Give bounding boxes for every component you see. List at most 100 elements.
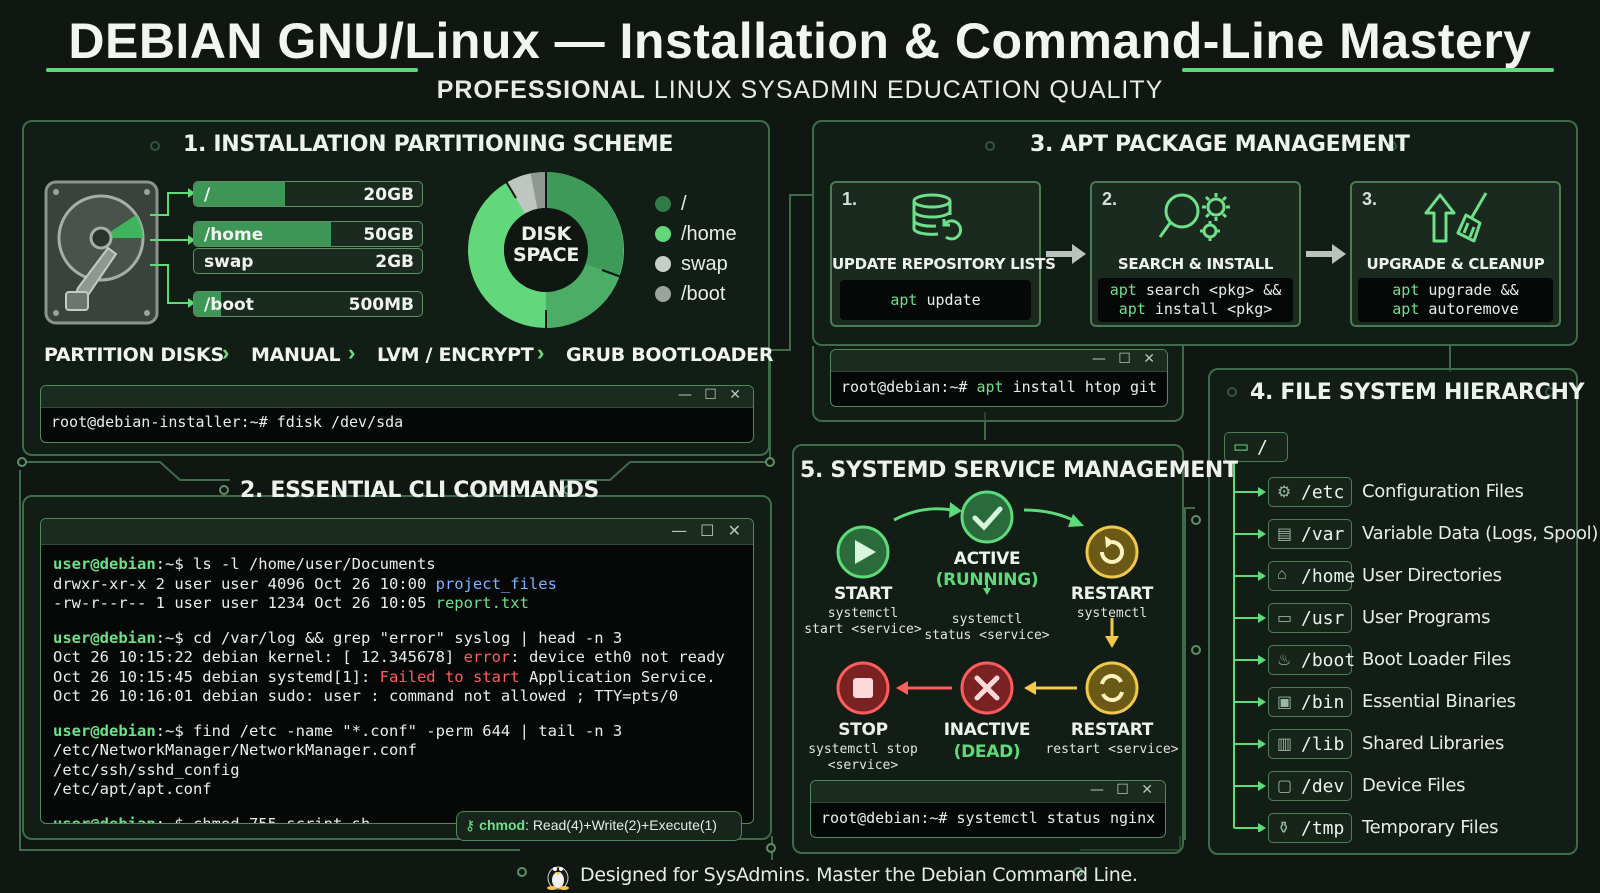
card-number: 1. bbox=[842, 189, 858, 209]
chmod-badge: ⚷ chmod: Read(4)+Write(2)+Execute(1) bbox=[456, 811, 742, 841]
partitioning-title: 1. INSTALLATION PARTITIONING SCHEME bbox=[183, 132, 674, 157]
terminal-icon: ▣ bbox=[1277, 694, 1293, 711]
fs-item-lib[interactable]: ▥/lib bbox=[1268, 729, 1352, 759]
fs-item-path: /home bbox=[1301, 566, 1356, 587]
window-controls[interactable]: — ☐ ✕ bbox=[1089, 782, 1157, 798]
partition-size: 20GB bbox=[363, 185, 414, 205]
fs-item-path: /bin bbox=[1301, 692, 1345, 713]
state-stop-sub: systemctl stop<service> bbox=[808, 742, 918, 773]
thermometer-icon: ⚱ bbox=[1277, 820, 1291, 837]
fs-item-desc: Device Files bbox=[1362, 775, 1466, 796]
step-manual: MANUAL bbox=[251, 344, 341, 366]
search-gears-icon bbox=[1158, 193, 1230, 241]
fs-item-path: /etc bbox=[1301, 482, 1345, 503]
step-grub-bootloader: GRUB BOOTLOADER bbox=[566, 344, 774, 366]
window-controls[interactable]: — ☐ ✕ bbox=[1091, 351, 1159, 367]
partition-fill bbox=[194, 222, 331, 246]
partition-bar-home: /home 50GB bbox=[193, 221, 423, 247]
cli-cmd-grep: user@debian:~$ cd /var/log && grep "erro… bbox=[53, 628, 623, 647]
partition-bar-swap: swap 2GB bbox=[193, 248, 423, 274]
state-active-name: ACTIVE bbox=[953, 549, 1021, 569]
state-restart-top-name: RESTART bbox=[1070, 584, 1154, 604]
arrow-right-icon bbox=[1046, 244, 1086, 264]
cli-log-line: Oct 26 10:16:01 debian sudo: user : comm… bbox=[53, 687, 679, 705]
check-icon bbox=[960, 490, 1014, 544]
state-inactive-name: INACTIVE bbox=[943, 720, 1031, 740]
step-lvm-encrypt: LVM / ENCRYPT bbox=[377, 344, 534, 366]
card-code: apt update bbox=[840, 280, 1031, 320]
restart-icon bbox=[1085, 525, 1139, 579]
fs-item-tmp[interactable]: ⚱/tmp bbox=[1268, 813, 1352, 843]
database-refresh-icon bbox=[912, 193, 962, 241]
step-partition-disks: PARTITION DISKS bbox=[44, 344, 224, 366]
fs-item-desc: Temporary Files bbox=[1362, 817, 1499, 838]
legend-item-root: / bbox=[655, 193, 687, 216]
partition-bar-boot: /boot 500MB bbox=[193, 291, 423, 317]
window-controls[interactable]: — ☐ ✕ bbox=[677, 387, 745, 403]
upgrade-broom-icon bbox=[1424, 192, 1488, 243]
apt-card-update: 1. UPDATE REPOSITORY LISTS apt update bbox=[830, 181, 1056, 327]
window-controls[interactable]: — ☐ ✕ bbox=[671, 521, 745, 540]
donut-label: DISK SPACE bbox=[466, 224, 626, 266]
card-title: UPDATE REPOSITORY LISTS bbox=[832, 255, 1056, 273]
fs-item-boot[interactable]: ♨/boot bbox=[1268, 645, 1355, 675]
footer-text: Designed for SysAdmins. Master the Debia… bbox=[580, 864, 1138, 886]
fs-tree-lines bbox=[1233, 462, 1266, 832]
apt-title: 3. APT PACKAGE MANAGEMENT bbox=[1030, 132, 1410, 157]
fs-item-bin[interactable]: ▣ /bin bbox=[1268, 687, 1352, 717]
house-icon: ⌂ bbox=[1277, 566, 1287, 583]
partition-bar-root: / 20GB bbox=[193, 181, 423, 207]
cli-find-line: /etc/NetworkManager/NetworkManager.conf bbox=[53, 741, 417, 759]
fs-item-var[interactable]: ▤/var bbox=[1268, 519, 1352, 549]
fs-item-desc: Configuration Files bbox=[1362, 481, 1524, 502]
apt-command: root@debian:~# apt install htop git bbox=[841, 378, 1158, 396]
systemd-title: 5. SYSTEMD SERVICE MANAGEMENT bbox=[800, 458, 1238, 483]
state-start-name: START bbox=[833, 584, 893, 604]
document-icon: ▤ bbox=[1277, 526, 1293, 543]
fs-item-desc: Essential Binaries bbox=[1362, 691, 1516, 712]
installer-terminal: — ☐ ✕ root@debian-installer:~# fdisk /de… bbox=[40, 385, 754, 443]
cli-log-line: Oct 26 10:15:45 debian systemd[1]: Faile… bbox=[53, 667, 716, 686]
gear-icon: ⚙ bbox=[1277, 484, 1292, 501]
device-icon: ▢ bbox=[1277, 778, 1293, 795]
legend-item-swap: swap bbox=[655, 253, 728, 276]
fs-item-desc: Variable Data (Logs, Spool) bbox=[1362, 523, 1599, 544]
cli-find-line: /etc/ssh/sshd_config bbox=[53, 760, 240, 779]
chevron-right-icon: › bbox=[537, 340, 545, 365]
installer-command: root@debian-installer:~# fdisk /dev/sda bbox=[51, 413, 404, 431]
systemd-terminal: — ☐ ✕ root@debian:~# systemctl status ng… bbox=[810, 780, 1166, 838]
chevron-right-icon: › bbox=[222, 340, 230, 365]
card-title: SEARCH & INSTALL bbox=[1117, 255, 1274, 273]
fs-item-path: /dev bbox=[1301, 776, 1345, 797]
disk-space-donut bbox=[468, 172, 625, 328]
partition-size: 500MB bbox=[348, 295, 414, 315]
apt-card-upgrade-cleanup: 3. UPGRADE & CLEANUP apt upgrade && apt … bbox=[1350, 181, 1561, 327]
boot-icon: ♨ bbox=[1277, 652, 1292, 669]
fs-item-etc[interactable]: ⚙ /etc bbox=[1268, 477, 1352, 507]
hard-drive-icon bbox=[44, 180, 159, 325]
systemd-command: root@debian:~# systemctl status nginx bbox=[821, 809, 1156, 827]
cli-ls-line: -rw-r--r-- 1 user user 1234 Oct 26 10:05… bbox=[53, 594, 529, 612]
partition-size: 2GB bbox=[375, 252, 414, 272]
cli-cmd-chmod: user@debian:~$ chmod 755 script.sh bbox=[53, 814, 371, 824]
legend-item-home: /home bbox=[655, 223, 737, 246]
cli-log-line: Oct 26 10:15:22 debian kernel: [ 12.3456… bbox=[53, 648, 725, 666]
fs-item-desc: User Directories bbox=[1362, 565, 1502, 586]
fs-item-dev[interactable]: ▢ /dev bbox=[1268, 771, 1352, 801]
fs-item-desc: User Programs bbox=[1362, 607, 1491, 628]
card-title: UPGRADE & CLEANUP bbox=[1366, 255, 1545, 273]
state-stop-name: STOP bbox=[838, 720, 888, 740]
folder-icon: ▭ bbox=[1277, 610, 1293, 627]
fs-item-usr[interactable]: ▭ /usr bbox=[1268, 603, 1352, 633]
fs-item-path: /usr bbox=[1301, 608, 1345, 629]
card-number: 2. bbox=[1102, 189, 1118, 209]
fs-root[interactable]: ▭ / bbox=[1224, 432, 1288, 462]
partition-label: /boot bbox=[204, 295, 254, 315]
partition-label: / bbox=[204, 185, 211, 205]
state-restart-bottom-sub: restart <service> bbox=[1045, 742, 1179, 757]
fs-item-home[interactable]: ⌂ /home bbox=[1268, 561, 1356, 591]
fs-item-desc: Shared Libraries bbox=[1362, 733, 1505, 754]
fs-item-desc: Boot Loader Files bbox=[1362, 649, 1511, 670]
partition-label: swap bbox=[204, 252, 254, 272]
